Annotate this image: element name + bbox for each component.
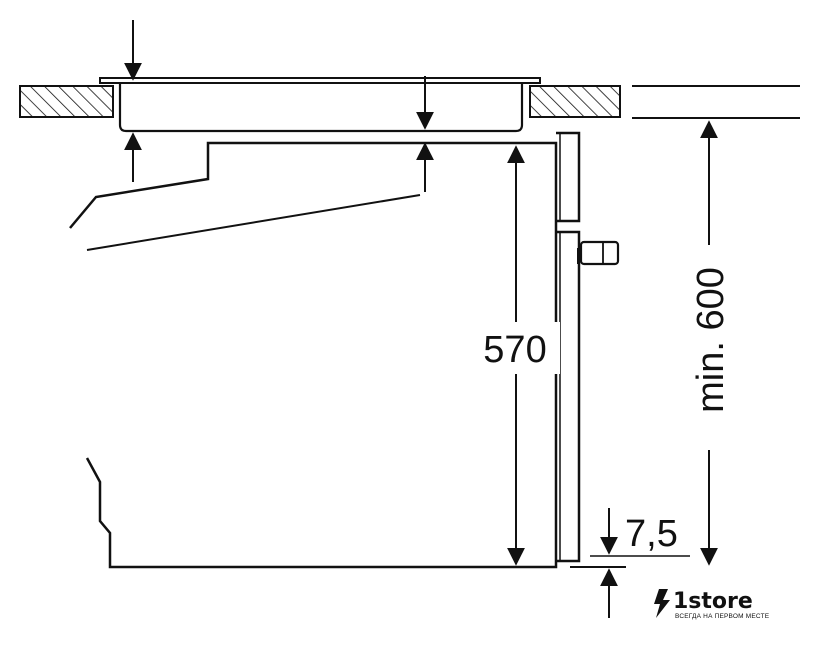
logo-brand: 1store: [673, 589, 753, 614]
cooktop: [99, 77, 541, 133]
countertop: [19, 85, 621, 118]
store-logo: 1store ВСЕГДА НА ПЕРВОМ МЕСТЕ: [654, 589, 770, 620]
niche-height-label: min. 600: [690, 267, 732, 413]
bottom-gap-dimension: 7,5: [570, 508, 690, 618]
countertop-right: [529, 85, 621, 118]
oven-body: [69, 141, 558, 569]
oven-height-label: 570: [483, 329, 546, 371]
bottom-gap-label: 7,5: [625, 513, 678, 555]
control-knob: [579, 240, 620, 266]
logo-tagline: ВСЕГДА НА ПЕРВОМ МЕСТЕ: [675, 613, 770, 620]
lightning-icon: [654, 589, 670, 618]
cooktop-dimension: [124, 20, 434, 192]
niche-height-dimension: min. 600: [686, 120, 732, 566]
cabinet-edge: [632, 85, 800, 119]
oven-door: [556, 131, 620, 563]
oven-height-dimension: 570: [470, 145, 560, 566]
countertop-left: [19, 85, 114, 118]
